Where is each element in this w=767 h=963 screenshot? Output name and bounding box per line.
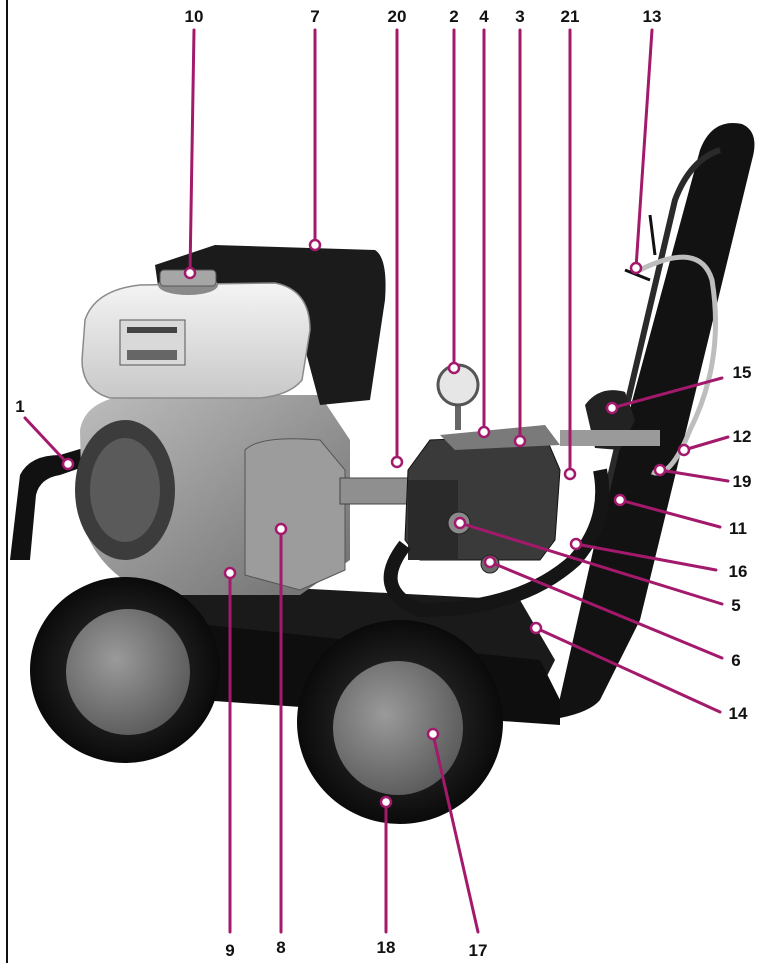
bypass-hose: [383, 468, 610, 618]
callout-label-11: 11: [729, 519, 747, 538]
leader-11: [618, 498, 722, 529]
callout-label-21: 21: [561, 7, 580, 26]
callout-leaders: [23, 28, 730, 934]
leader-6: [488, 560, 724, 660]
callout-label-6: 6: [731, 651, 740, 670]
leader-17: [431, 732, 480, 934]
callout-label-3: 3: [515, 7, 524, 26]
leader-13: [634, 28, 654, 270]
callout-label-16: 16: [729, 562, 748, 581]
callout-label-20: 20: [388, 7, 407, 26]
leader-10: [188, 28, 196, 275]
callout-label-15: 15: [733, 363, 752, 382]
callout-label-18: 18: [377, 938, 396, 957]
leader-16: [574, 542, 718, 572]
callout-label-10: 10: [185, 7, 204, 26]
handle-frame: [555, 123, 755, 721]
coupling-housing: [244, 438, 346, 591]
callout-label-4: 4: [479, 7, 489, 26]
rear-frame-loop: [10, 440, 118, 560]
callout-label-14: 14: [729, 704, 748, 723]
callout-label-2: 2: [449, 7, 458, 26]
callout-label-5: 5: [731, 596, 740, 615]
callout-label-8: 8: [276, 938, 285, 957]
leader-14: [534, 626, 722, 714]
leader-1: [23, 416, 70, 466]
callout-dots: [61, 238, 691, 809]
fuel-tank: [81, 282, 311, 399]
pressure-washer-photo: [10, 123, 755, 824]
callout-label-19: 19: [733, 472, 752, 491]
leader-15: [610, 376, 724, 410]
leader-5: [458, 521, 724, 606]
callout-label-7: 7: [310, 7, 319, 26]
callout-label-1: 1: [15, 397, 24, 416]
chemical-hose: [638, 254, 718, 476]
callout-label-12: 12: [733, 427, 752, 446]
callout-label-17: 17: [469, 941, 488, 960]
leader-12: [682, 435, 730, 452]
callout-labels: 10 7 20 2 4 3 21 13 1 15 12 19 11 16 5 6…: [15, 7, 751, 960]
leader-19: [658, 468, 730, 483]
callout-label-13: 13: [643, 7, 662, 26]
callout-label-9: 9: [225, 941, 234, 960]
